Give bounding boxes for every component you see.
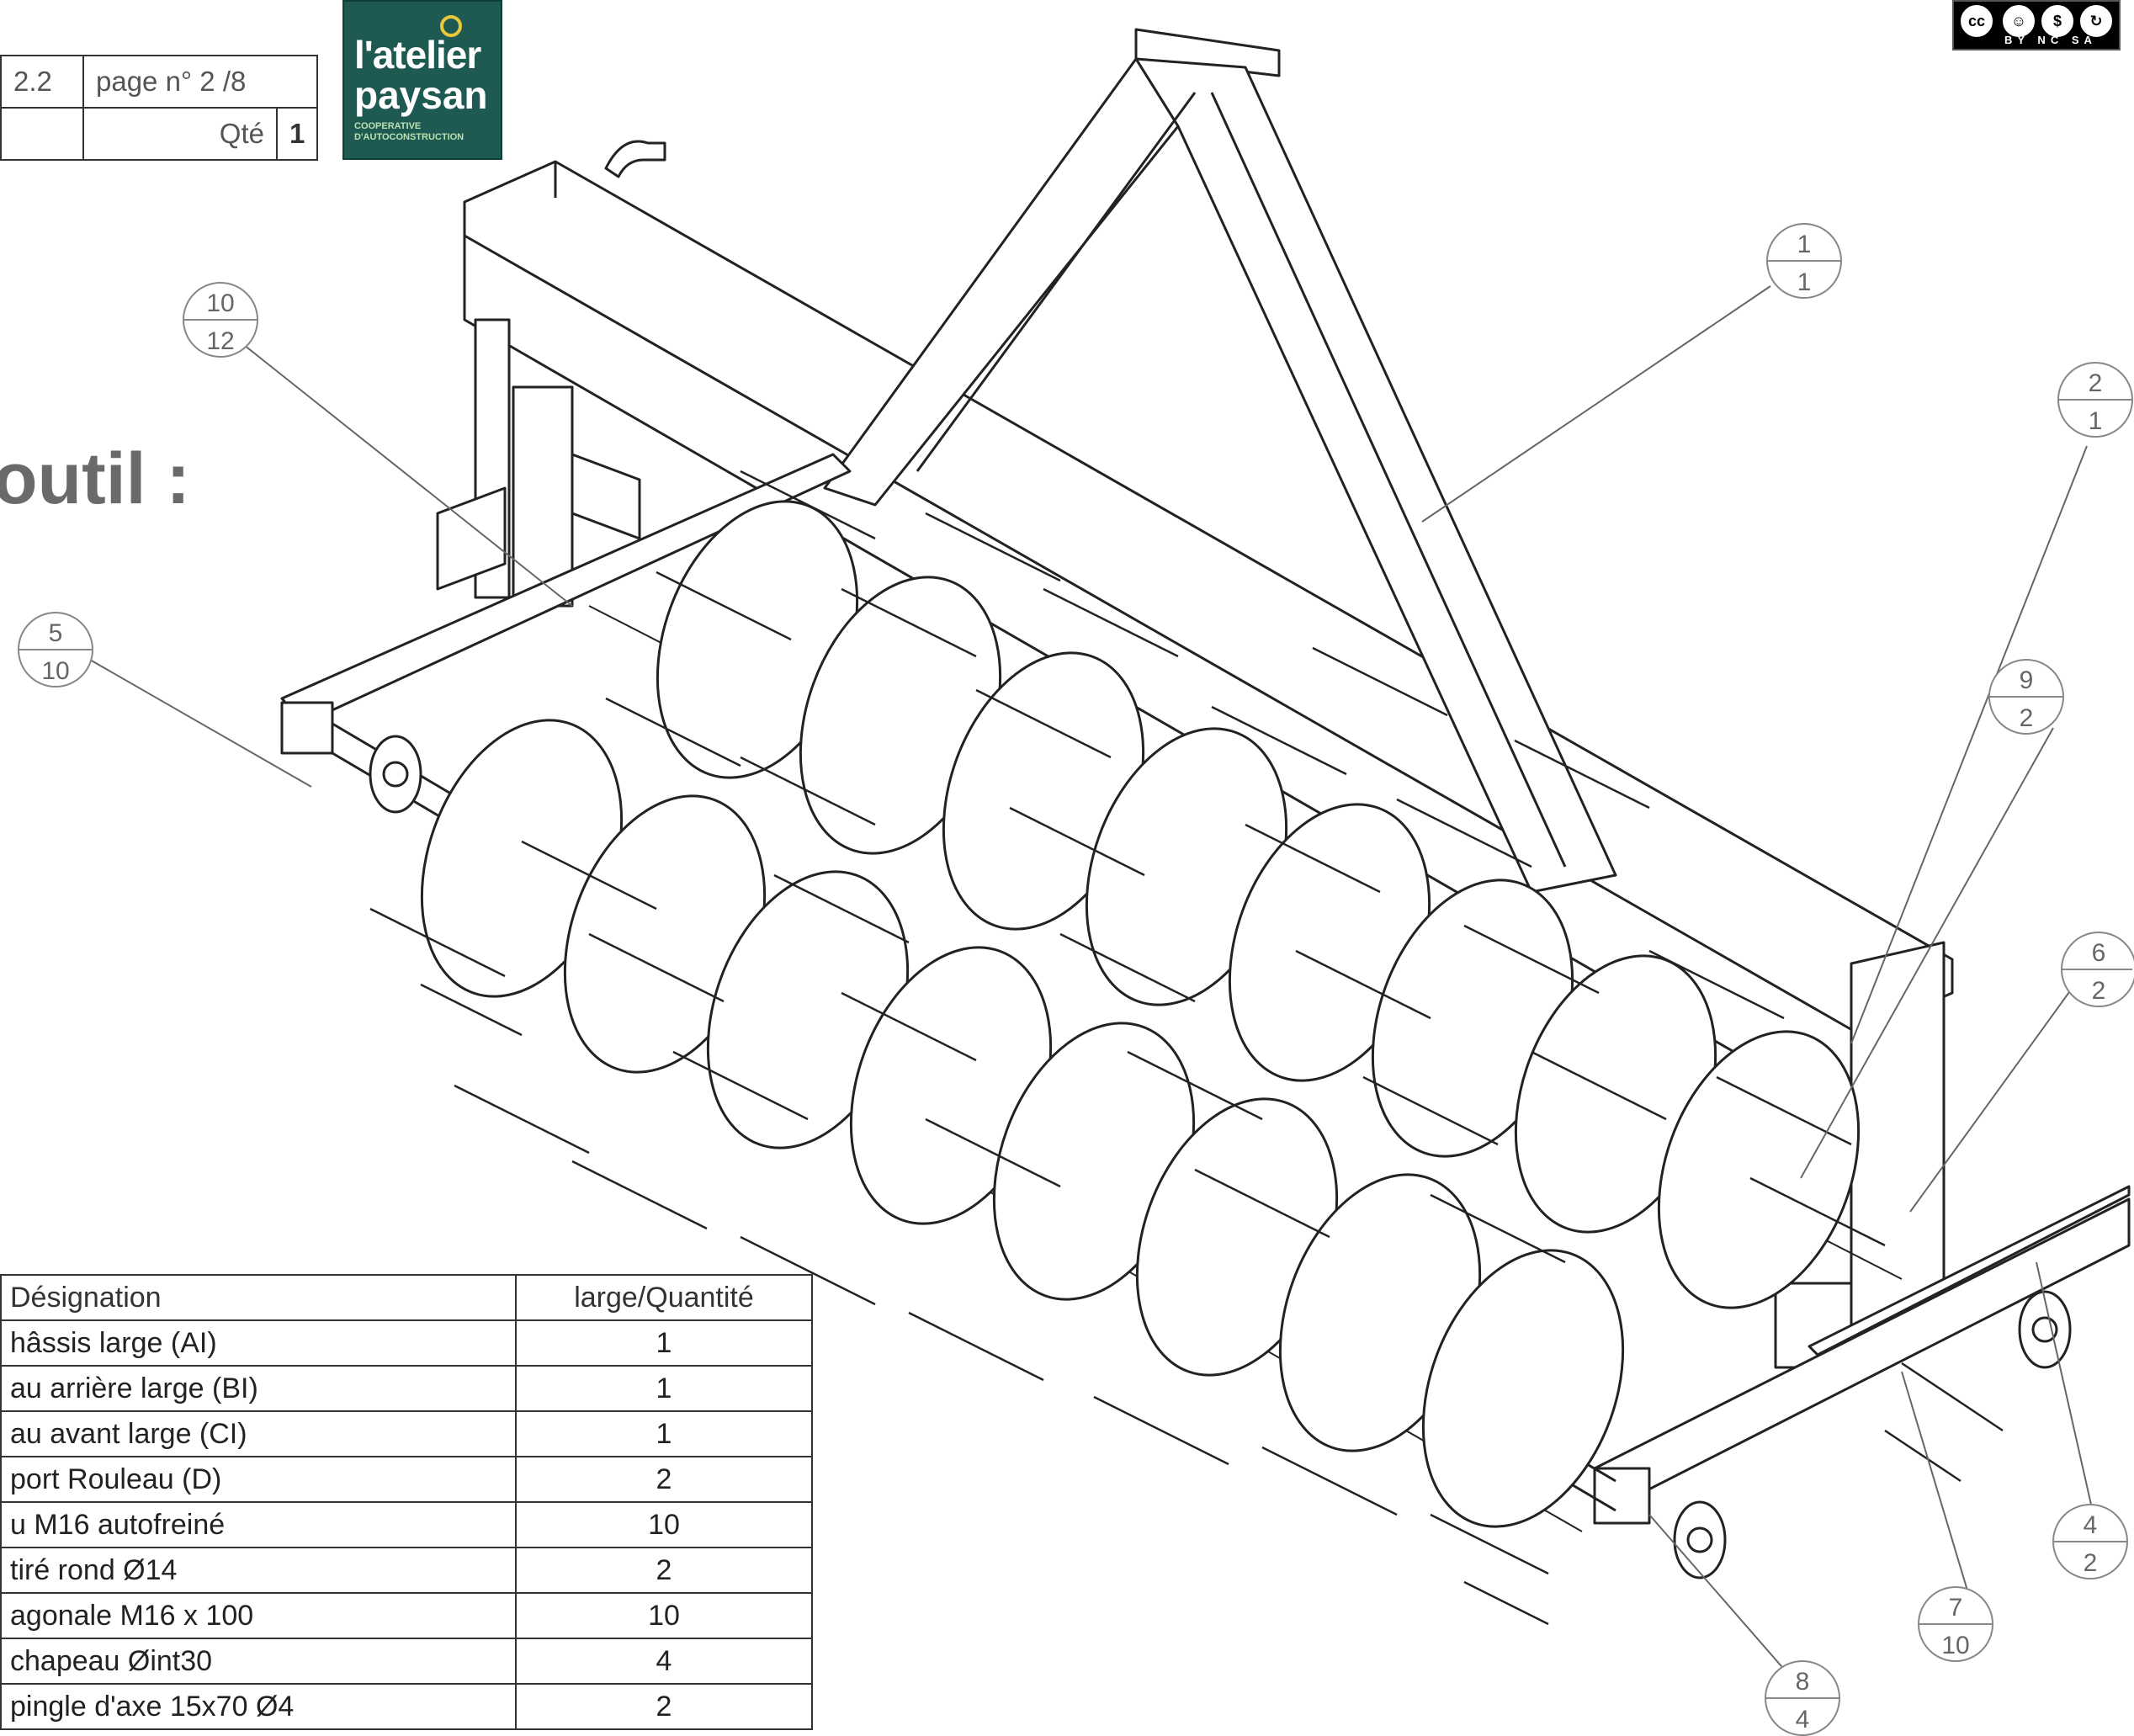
row-designation: agonale M16 x 100	[0, 1592, 517, 1639]
balloons: 1 1 2 1 9 2 6 2 4 2	[18, 223, 2134, 1736]
balloon-10: 10 12	[183, 282, 258, 358]
row-designation: pingle d'axe 15x70 Ø4	[0, 1683, 517, 1730]
balloon-4: 4 2	[2052, 1504, 2128, 1579]
row-quantity: 1	[515, 1410, 813, 1457]
page-total: /8	[222, 66, 247, 97]
bearing-right	[2018, 1290, 2072, 1369]
bearing-left	[369, 735, 422, 814]
balloon-7-qty: 10	[1941, 1632, 1969, 1659]
cc-icon: cc	[1959, 3, 1994, 39]
bearing-front	[1673, 1500, 1727, 1579]
linchpin	[604, 140, 666, 178]
header-designation: Désignation	[0, 1274, 517, 1321]
parts-list-table: Désignation large/Quantité hâssis large …	[0, 1274, 813, 1730]
header-quantity: large/Quantité	[515, 1274, 813, 1321]
logo-line1: l'atelier	[354, 33, 481, 77]
balloon-9-qty: 2	[2020, 704, 2034, 732]
row-designation: hâssis large (AI)	[0, 1319, 517, 1367]
qty-label: Qté	[82, 107, 278, 161]
table-row: u M16 autofreiné 10	[0, 1501, 813, 1548]
sa-icon: ↻	[2078, 3, 2114, 39]
logo-line3: COOPERATIVE D'AUTOCONSTRUCTION	[354, 121, 464, 143]
table-row: tiré rond Ø14 2	[0, 1547, 813, 1594]
qty-value: 1	[275, 107, 319, 161]
balloon-5-qty: 10	[41, 657, 69, 685]
balloon-6-qty: 2	[2092, 977, 2106, 1005]
table-row: port Rouleau (D) 2	[0, 1456, 813, 1503]
revision-cell: 2.2	[0, 55, 84, 109]
row-designation: au arrière large (BI)	[0, 1365, 517, 1412]
balloon-6: 6 2	[2061, 932, 2134, 1007]
balloon-9: 9 2	[1988, 659, 2064, 735]
row-designation: au avant large (CI)	[0, 1410, 517, 1457]
logo-sun-icon	[440, 15, 462, 37]
row-quantity: 4	[515, 1638, 813, 1685]
blank-cell	[0, 107, 84, 161]
row-quantity: 2	[515, 1683, 813, 1730]
nc-icon: $	[2040, 3, 2075, 39]
row-quantity: 10	[515, 1501, 813, 1548]
page-heading: outil :	[0, 438, 191, 519]
logo-line3a: COOPERATIVE	[354, 121, 422, 131]
balloon-5-item: 5	[49, 619, 63, 647]
roller-drum	[420, 500, 1903, 1532]
balloon-4-qty: 2	[2084, 1549, 2098, 1577]
balloon-2-item: 2	[2089, 369, 2103, 397]
parts-header-row: Désignation large/Quantité	[0, 1274, 813, 1321]
balloon-2-qty: 1	[2089, 407, 2103, 435]
table-row: au arrière large (BI) 1	[0, 1365, 813, 1412]
balloon-1-qty: 1	[1797, 268, 1812, 296]
row-designation: chapeau Øint30	[0, 1638, 517, 1685]
row-designation: tiré rond Ø14	[0, 1547, 517, 1594]
balloon-2: 2 1	[2057, 362, 2133, 438]
by-icon: ☺	[2001, 3, 2036, 39]
page-number: page n° 2	[96, 66, 215, 97]
atelier-paysan-logo: l'atelier paysan COOPERATIVE D'AUTOCONST…	[342, 0, 502, 160]
row-designation: u M16 autofreiné	[0, 1501, 517, 1548]
license-terms: BY NC SA	[2004, 34, 2097, 46]
cc-license-badge: cc ☺ $ ↻ BY NC SA	[1952, 0, 2121, 50]
row-quantity: 1	[515, 1319, 813, 1367]
roller-tines	[369, 470, 2004, 1626]
table-row: au avant large (CI) 1	[0, 1410, 813, 1457]
table-row: hâssis large (AI) 1	[0, 1319, 813, 1367]
front-right-frame	[1593, 1185, 2131, 1525]
right-post	[1774, 941, 1946, 1369]
balloon-7-item: 7	[1949, 1594, 1963, 1622]
front-left-frame	[280, 453, 852, 755]
title-block: 2.2 page n° 2 /8 Qté 1	[0, 55, 319, 161]
row-quantity: 2	[515, 1456, 813, 1503]
balloon-10-qty: 12	[206, 327, 234, 355]
balloon-7: 7 10	[1918, 1586, 1993, 1662]
leader-lines	[83, 285, 2096, 1680]
balloon-8-item: 8	[1796, 1668, 1810, 1696]
logo-line2: paysan	[354, 73, 488, 117]
balloon-1: 1 1	[1766, 223, 1842, 299]
table-row: agonale M16 x 100 10	[0, 1592, 813, 1639]
row-quantity: 2	[515, 1547, 813, 1594]
balloon-10-item: 10	[206, 289, 234, 317]
balloon-8: 8 4	[1765, 1660, 1840, 1736]
balloon-5: 5 10	[18, 612, 93, 687]
balloon-4-item: 4	[2084, 1511, 2098, 1539]
row-designation: port Rouleau (D)	[0, 1456, 517, 1503]
row-quantity: 1	[515, 1365, 813, 1412]
balloon-8-qty: 4	[1796, 1706, 1810, 1733]
page-cell: page n° 2 /8	[82, 55, 319, 109]
balloon-6-item: 6	[2092, 939, 2106, 967]
a-frame	[823, 28, 1617, 894]
table-row: chapeau Øint30 4	[0, 1638, 813, 1685]
balloon-1-item: 1	[1797, 231, 1812, 258]
table-row: pingle d'axe 15x70 Ø4 2	[0, 1683, 813, 1730]
balloon-9-item: 9	[2020, 666, 2034, 694]
logo-line3b: D'AUTOCONSTRUCTION	[354, 132, 464, 142]
row-quantity: 10	[515, 1592, 813, 1639]
